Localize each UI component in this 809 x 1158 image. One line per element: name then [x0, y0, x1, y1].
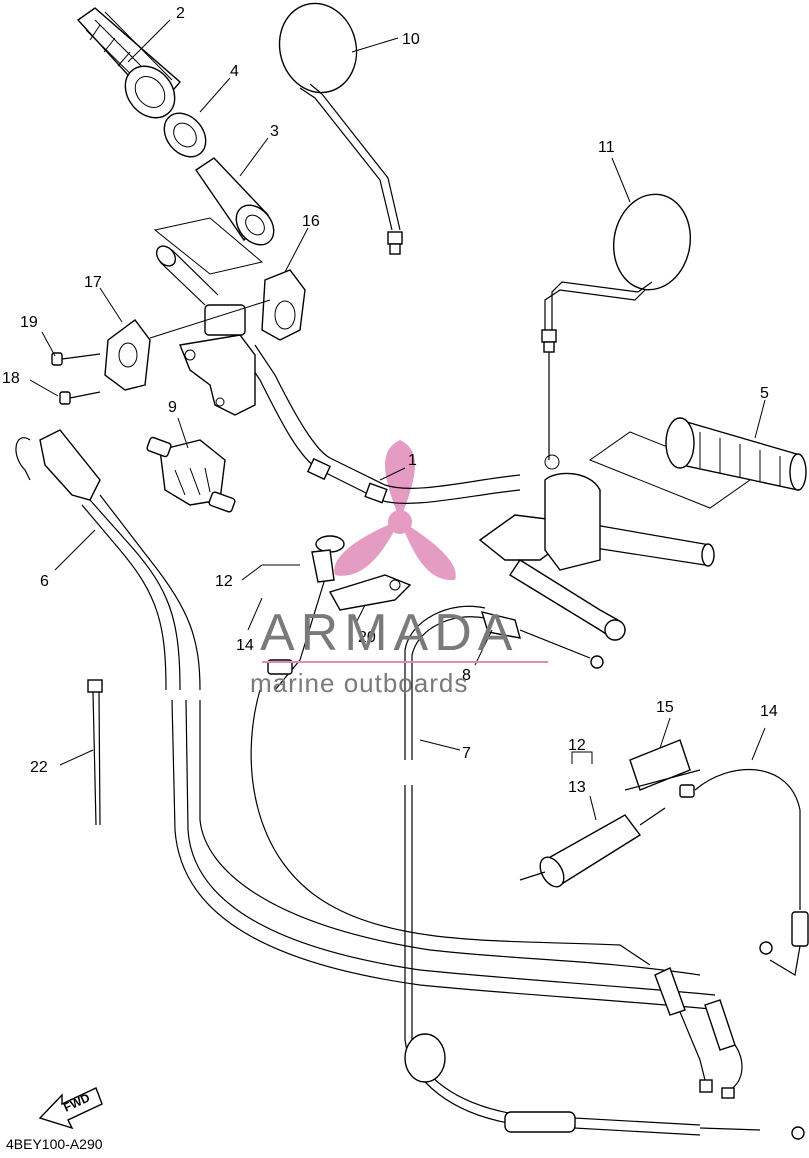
callout-8: 8 — [462, 667, 471, 684]
diagram-code: 4BEY100-A290 — [6, 1136, 103, 1152]
lever-holder — [146, 436, 236, 513]
callout-6: 6 — [40, 573, 49, 590]
fwd-arrow: FWD — [38, 1087, 103, 1130]
left-grip — [76, 7, 181, 119]
cable-7 — [404, 605, 805, 1140]
switch-16 — [624, 739, 701, 798]
mirror-left — [278, 2, 403, 255]
callout-9: 9 — [168, 399, 177, 416]
bracket-21 — [328, 574, 412, 611]
screw-19 — [59, 391, 101, 405]
cable-12-left — [267, 535, 345, 691]
screw-20 — [51, 352, 101, 366]
callout-5: 5 — [760, 385, 769, 402]
callout-10: 10 — [402, 31, 420, 48]
lower-harness — [654, 967, 743, 1099]
callout-17: 16 — [302, 213, 320, 230]
washer — [163, 112, 207, 158]
watermark-brand: ARMADA — [260, 604, 518, 662]
watermark-logo — [334, 440, 456, 581]
right-lever-assembly — [478, 454, 626, 641]
cable-13-junction — [519, 807, 666, 888]
main-cables — [171, 689, 721, 1011]
watermark-text: ARMADA marine outboards — [250, 604, 548, 698]
callout-15: 14 — [760, 703, 778, 720]
callout-14: 14 — [236, 637, 254, 654]
callout-18: 17 — [84, 274, 102, 291]
mirror-right — [541, 193, 692, 460]
switch-harness — [15, 429, 201, 691]
switch-half-18 — [104, 319, 151, 391]
throttle-grip — [195, 157, 275, 246]
callout-1: 1 — [408, 452, 417, 469]
callout-11: 11 — [598, 139, 615, 156]
leader-lines — [29, 19, 766, 821]
callout-3: 3 — [270, 123, 279, 140]
callout-4: 4 — [230, 63, 239, 80]
callout-21: 20 — [358, 629, 376, 646]
callout-labels: 2 4 3 10 11 16 17 19 18 9 5 1 6 12 14 20… — [2, 5, 778, 796]
watermark-tagline: marine outboards — [250, 668, 468, 698]
callout-12-left: 12 — [215, 573, 233, 590]
switch-half-17 — [261, 269, 306, 341]
callout-2: 2 — [176, 5, 185, 22]
callout-7: 7 — [462, 745, 471, 762]
right-grip — [588, 417, 807, 509]
cable-15 — [694, 768, 809, 976]
callout-12-right: 12 — [568, 737, 586, 754]
callout-22: 22 — [30, 759, 48, 776]
handlebar — [239, 344, 715, 567]
callout-16: 15 — [656, 699, 674, 716]
left-switch-housing — [155, 245, 256, 416]
callout-19: 18 — [2, 370, 20, 387]
callout-13: 13 — [568, 779, 586, 796]
cable-tie — [87, 679, 103, 826]
callout-20: 19 — [20, 314, 38, 331]
